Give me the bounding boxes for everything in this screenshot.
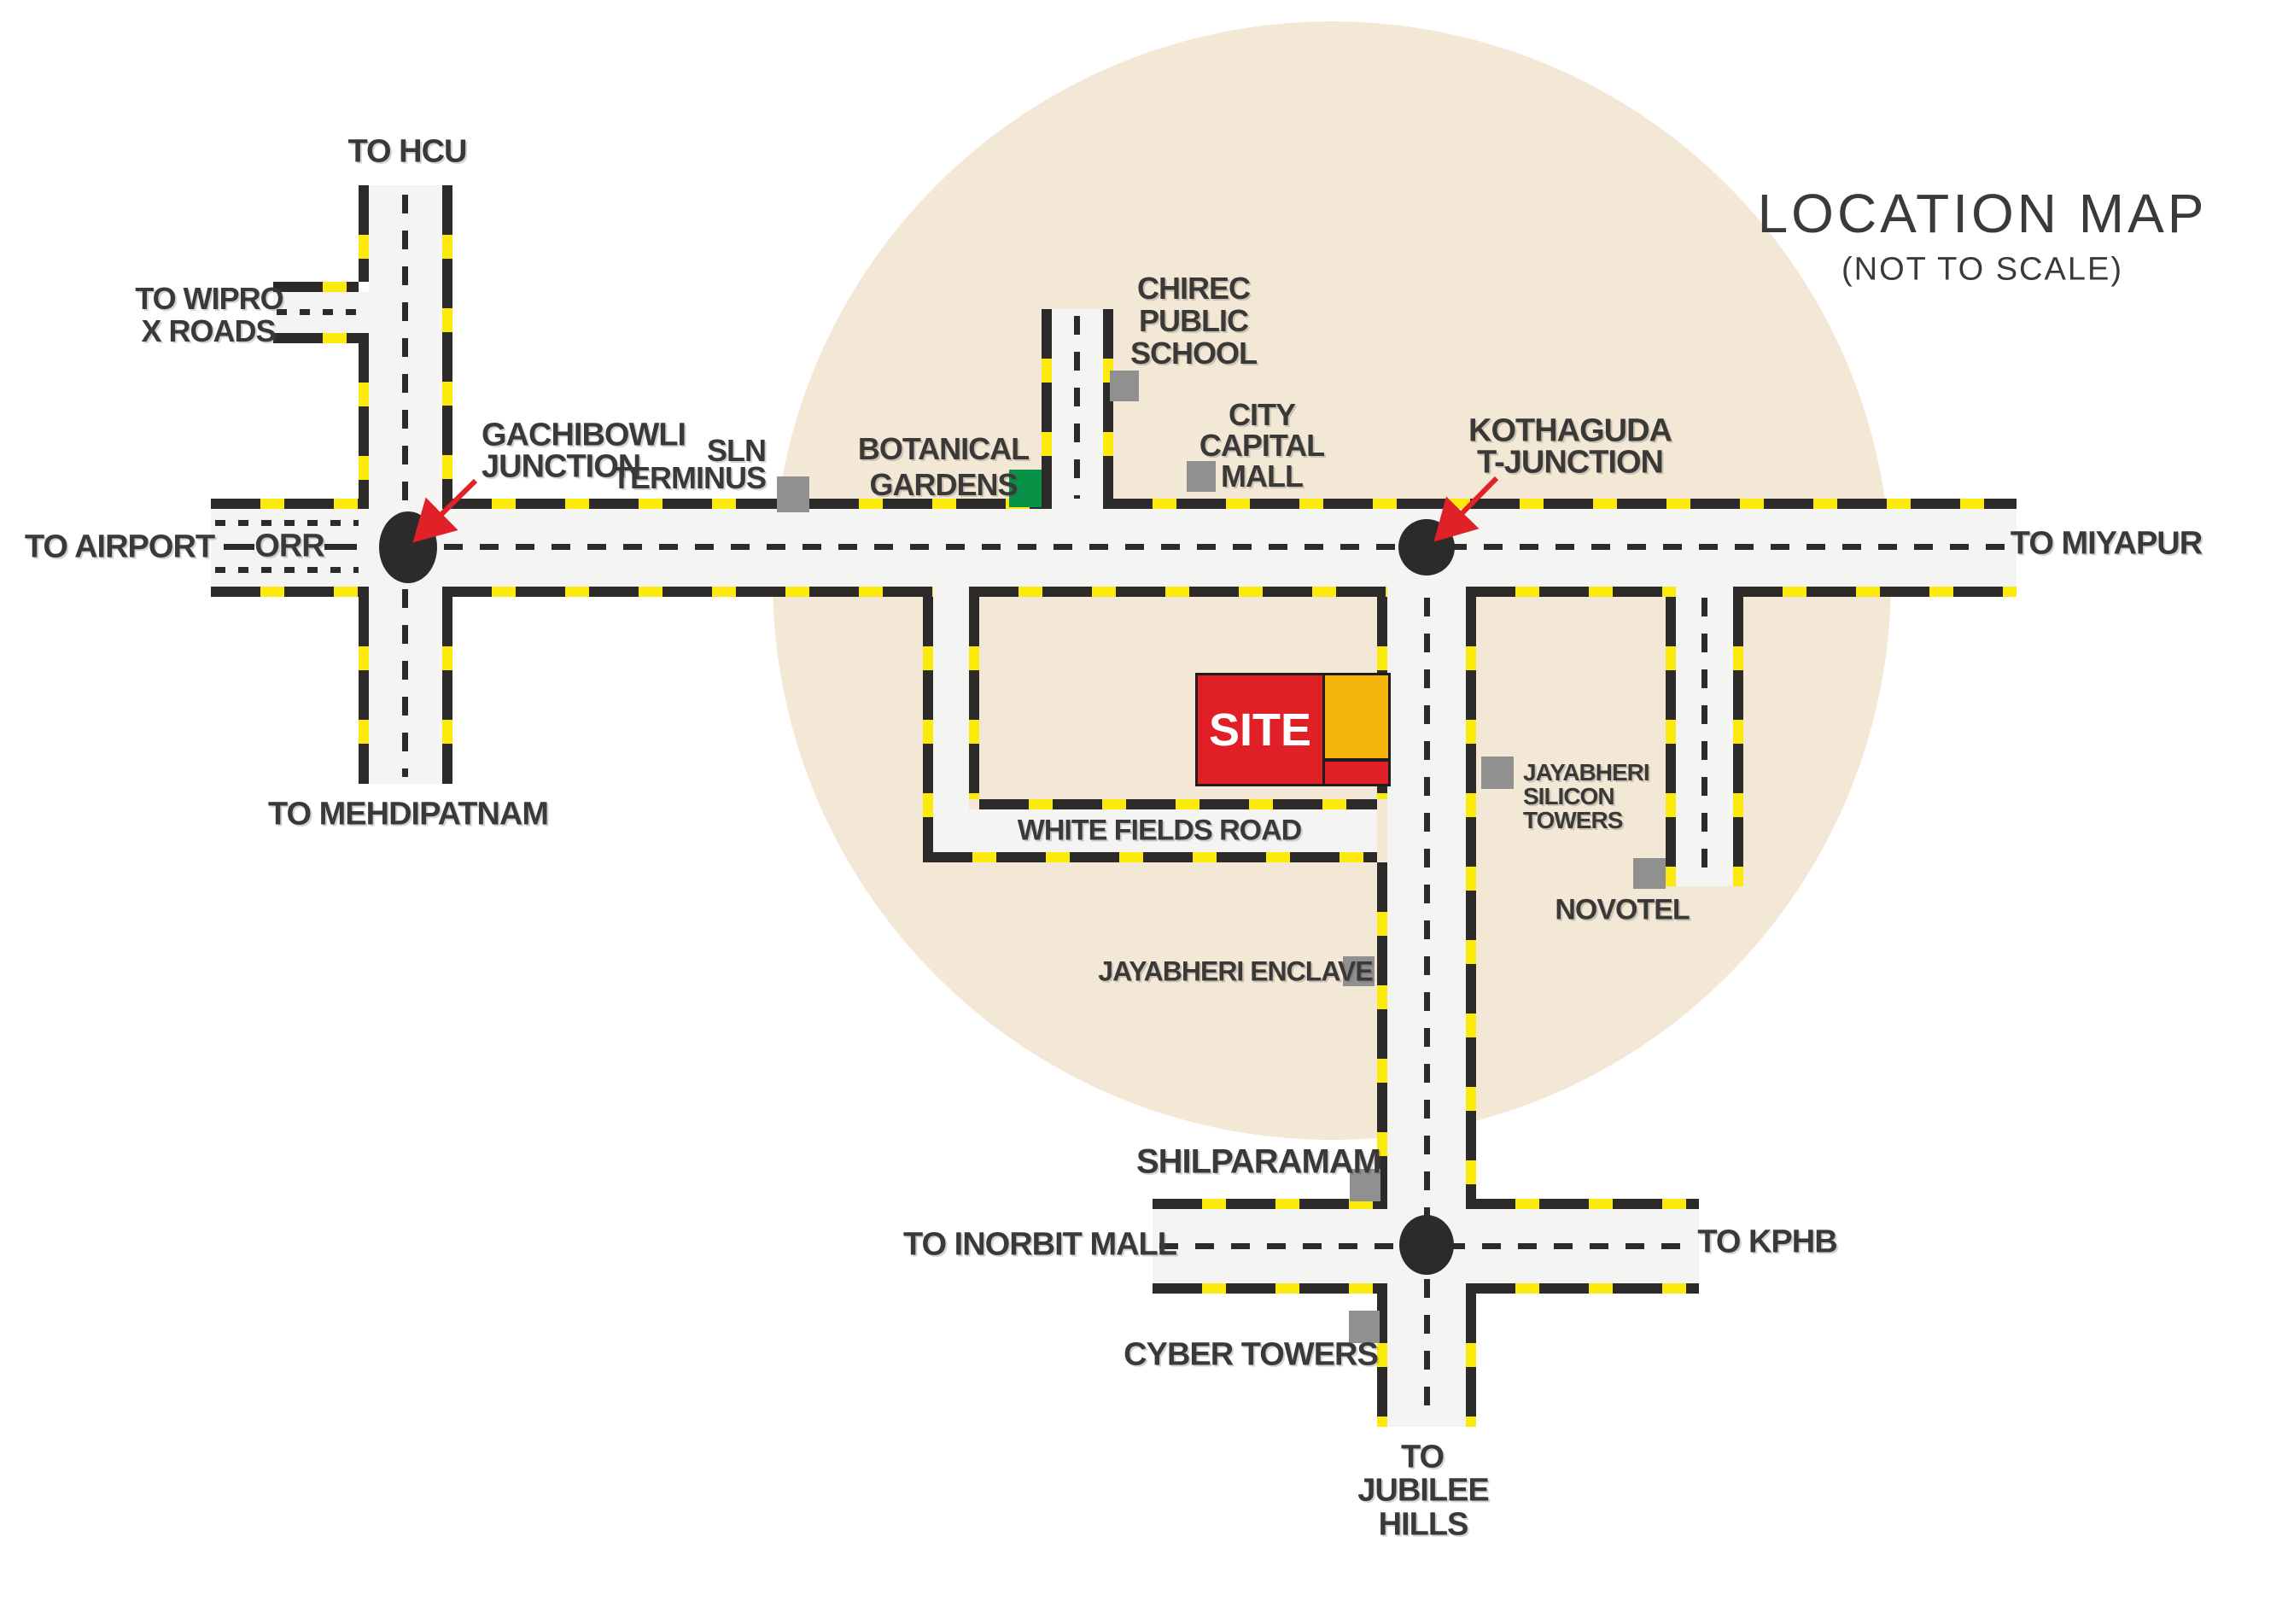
label-novotel: NOVOTEL: [1555, 893, 1690, 926]
site-marker: SITE: [1195, 673, 1325, 786]
label-to-jubilee-line3: HILLS: [1378, 1506, 1469, 1543]
label-sln-line1: SLN: [707, 433, 767, 468]
label-gachibowli-line2: JUNCTION: [482, 448, 641, 485]
centerline-orr-lower: [215, 567, 359, 573]
road-edge: [359, 597, 369, 784]
label-kothaguda-line1: KOTHAGUDA: [1468, 412, 1672, 449]
label-jayabheri-silicon-line2: SILICON: [1523, 783, 1615, 809]
road-edge: [1153, 1283, 1387, 1294]
label-sln-line2: TERMINUS: [612, 460, 767, 495]
label-kothaguda-line2: T-JUNCTION: [1477, 444, 1664, 481]
label-jayabheri-silicon-line3: TOWERS: [1523, 807, 1623, 833]
label-jayabheri-silicon-line1: JAYABHERI: [1523, 759, 1650, 786]
road-edge: [969, 597, 979, 799]
road-edge: [1666, 597, 1676, 886]
shilparamam-marker: [1350, 1169, 1380, 1201]
label-to-airport: TO AIRPORT: [24, 529, 215, 565]
road-site-west-leg-fill: [933, 587, 969, 809]
label-chirec-line3: SCHOOL: [1129, 336, 1258, 371]
jayabheri-silicon-towers-marker: [1481, 757, 1514, 789]
sln-terminus-marker: [777, 476, 809, 512]
road-edge: [1466, 1294, 1476, 1427]
road-edge: [442, 587, 933, 597]
cyber-towers-marker: [1349, 1311, 1380, 1343]
chirec-school-marker: [1110, 371, 1139, 401]
road-edge: [273, 333, 359, 343]
label-white-fields-road: WHITE FIELDS ROAD: [1017, 814, 1302, 847]
road-edge: [442, 597, 452, 784]
road-edge: [1733, 597, 1743, 886]
label-citycapital-line3: MALL: [1221, 459, 1304, 494]
road-edge: [211, 587, 369, 597]
road-edge: [923, 852, 1377, 862]
map-title: LOCATION MAP: [1757, 183, 2208, 244]
jayabheri-enclave-marker: [1343, 956, 1375, 986]
label-orr: ORR: [254, 528, 324, 564]
road-edge: [1042, 309, 1052, 499]
label-jayabheri-enclave: JAYABHERI ENCLAVE: [1098, 955, 1373, 987]
centerline-novotel-road: [1701, 598, 1707, 879]
label-botanical-line2: GARDENS: [869, 467, 1018, 502]
label-to-kphb: TO KPHB: [1697, 1224, 1837, 1260]
kothaguda-junction-dot: [1398, 519, 1455, 575]
label-shilparamam: SHILPARAMAM: [1135, 1142, 1381, 1181]
road-edge: [1466, 1199, 1699, 1209]
label-citycapital-line1: CITY: [1228, 397, 1296, 432]
road-edge: [442, 499, 1052, 509]
road-edge: [1466, 1283, 1699, 1294]
gachibowli-junction-dot: [379, 511, 437, 583]
centerline-chirec-road: [1074, 316, 1080, 499]
road-white-fields-fill: [933, 809, 1377, 852]
road-edge: [923, 597, 933, 862]
label-botanical-line1: BOTANICAL: [857, 431, 1030, 466]
label-to-miyapur: TO MIYAPUR: [2010, 525, 2203, 562]
centerline-orr-upper: [215, 520, 359, 526]
site-label: SITE: [1208, 704, 1312, 756]
road-edge: [1466, 587, 1676, 597]
road-edge: [1466, 597, 1476, 1199]
road-edge: [1103, 309, 1113, 499]
site-marker-red-strip: [1322, 759, 1391, 786]
label-cyber-towers: CYBER TOWERS: [1124, 1336, 1379, 1373]
centerline-kothaguda-road: [1424, 598, 1430, 1417]
map-subtitle: (NOT TO SCALE): [1841, 251, 2123, 288]
site-marker-yellow-block: [1322, 673, 1391, 761]
city-capital-mall-marker: [1187, 461, 1216, 492]
label-to-inorbit-mall: TO INORBIT MALL: [903, 1226, 1177, 1263]
road-edge: [442, 185, 452, 499]
road-edge: [1733, 587, 2017, 597]
inorbit-junction-dot: [1399, 1215, 1454, 1275]
centerline-orr: [408, 544, 2017, 550]
label-chirec-line1: CHIREC: [1136, 271, 1251, 306]
orr-dash: [324, 544, 357, 550]
centerline-wipro-stub: [277, 309, 359, 315]
label-to-jubilee-line1: TO: [1400, 1439, 1445, 1475]
label-gachibowli-line1: GACHIBOWLI: [482, 417, 686, 453]
road-edge: [1103, 499, 2017, 509]
label-to-wipro-line2: X ROADS: [141, 313, 276, 348]
road-edge: [1377, 1294, 1387, 1427]
novotel-marker: [1633, 858, 1666, 889]
label-to-mehdipatnam: TO MEHDIPATNAM: [268, 796, 549, 832]
centerline-hcu-road: [402, 195, 408, 777]
road-edge: [359, 333, 369, 499]
road-edge: [1377, 862, 1387, 1199]
road-edge: [211, 499, 369, 509]
label-to-wipro-line1: TO WIPRO: [135, 281, 283, 316]
road-edge: [1153, 1199, 1387, 1209]
label-citycapital-line2: CAPITAL: [1199, 428, 1325, 463]
botanical-gardens-marker: [1009, 470, 1042, 507]
label-to-hcu: TO HCU: [347, 133, 468, 170]
road-edge: [979, 799, 1377, 809]
road-edge: [359, 185, 369, 282]
label-chirec-line2: PUBLIC: [1139, 303, 1249, 338]
road-edge: [273, 282, 359, 292]
road-edge: [969, 587, 1387, 597]
label-to-jubilee-line2: JUBILEE: [1357, 1472, 1489, 1509]
orr-dash: [224, 544, 254, 550]
